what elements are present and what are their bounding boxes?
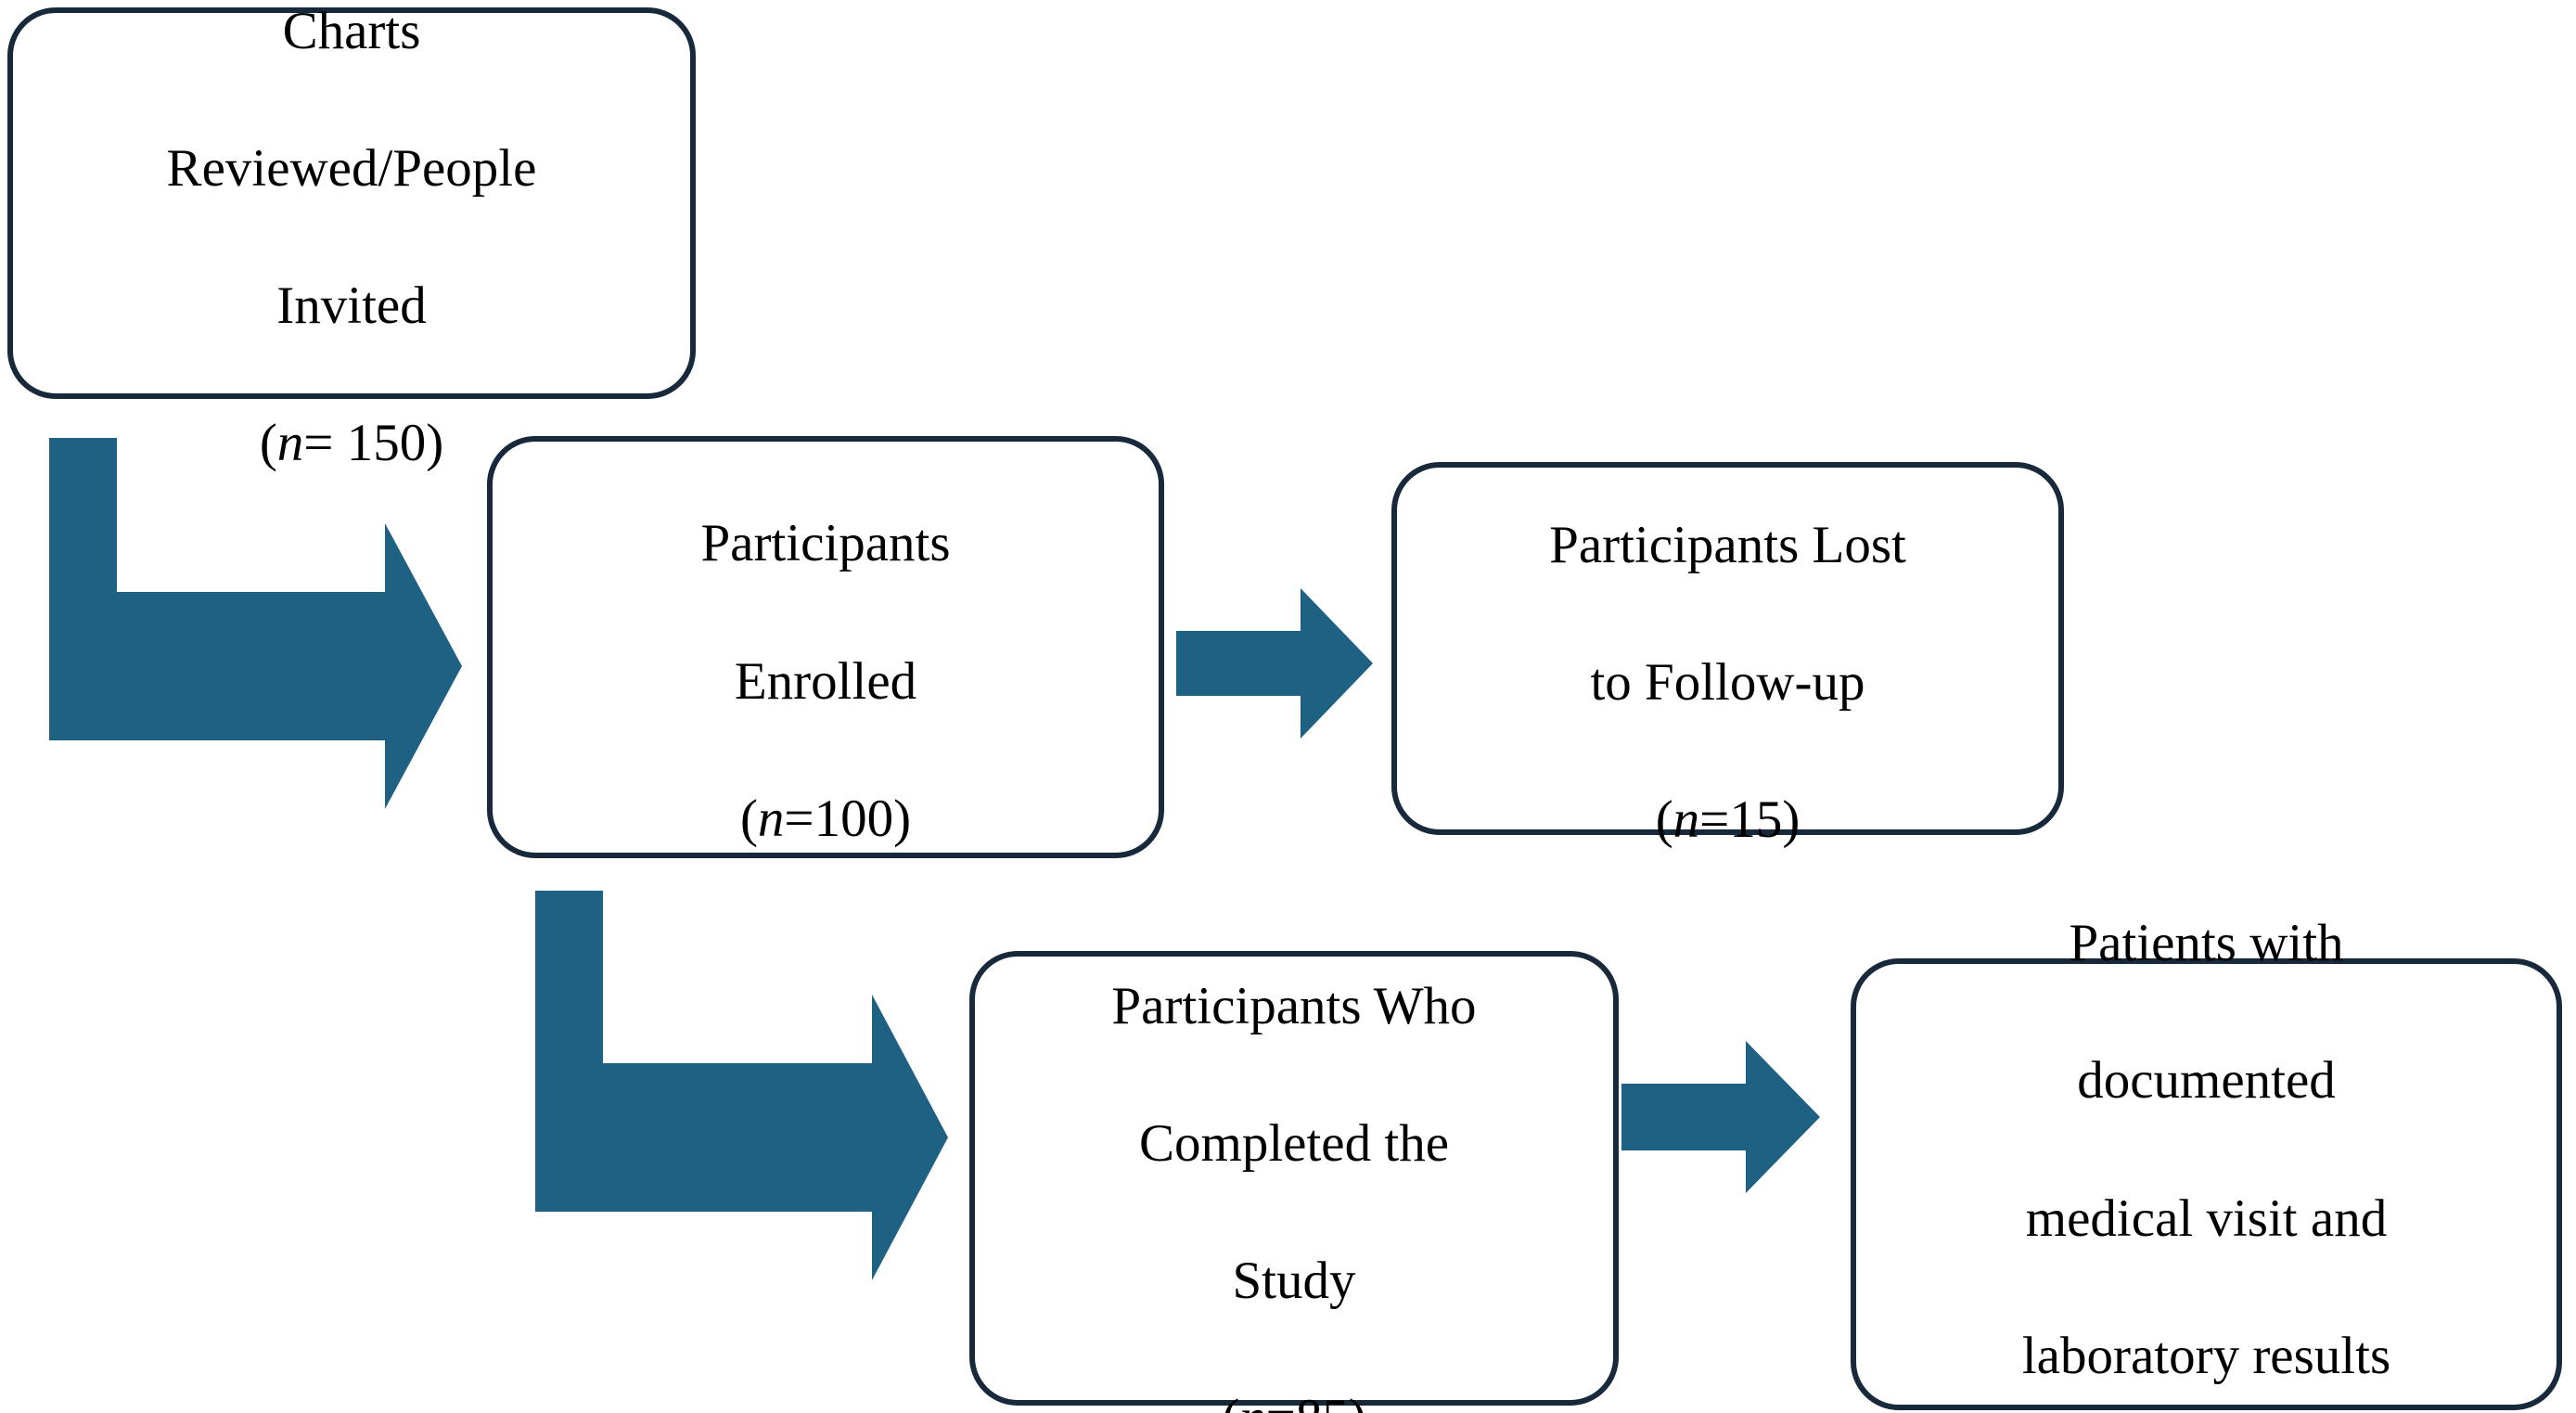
arrow-invited-to-enrolled xyxy=(49,438,462,809)
flow-box-charts-reviewed: Charts Reviewed/People Invited (n= 150) xyxy=(7,2,696,472)
line-2: to Follow-up xyxy=(1590,653,1865,712)
count-label: (n=15) xyxy=(1656,790,1801,849)
flow-box-participants-completed: Participants Who Completed the Study (n=… xyxy=(969,951,1619,1413)
count-rest: = 150) xyxy=(303,414,444,473)
line-3: medical visit and xyxy=(2025,1188,2388,1248)
line-3: Study xyxy=(1232,1252,1356,1311)
line-2: Reviewed/People xyxy=(166,138,537,198)
count-n-italic: n xyxy=(1672,790,1700,850)
count-label: (n=100) xyxy=(740,790,911,848)
flow-box-documented-results-text: Patients with documented medical visit a… xyxy=(1873,841,2540,1413)
count-label: (n= 150) xyxy=(260,414,443,472)
count-prefix: ( xyxy=(259,414,277,473)
arrow-enrolled-to-completed xyxy=(535,891,948,1280)
count-prefix: ( xyxy=(1222,1389,1239,1413)
count-label: (n=85) xyxy=(1222,1389,1366,1413)
arrow-enrolled-to-lost xyxy=(1176,588,1373,739)
arrow-completed-to-documented xyxy=(1621,1041,1820,1193)
flow-box-charts-reviewed-text: Charts Reviewed/People Invited (n= 150) xyxy=(30,0,673,478)
line-2: documented xyxy=(2077,1051,2336,1111)
flow-box-participants-lost-text: Participants Lost to Follow-up (n=15) xyxy=(1414,443,2042,855)
count-n-italic: n xyxy=(276,414,304,473)
flow-box-participants-enrolled-text: Participants Enrolled (n=100) xyxy=(509,441,1142,854)
line-2: Completed the xyxy=(1138,1113,1449,1173)
count-prefix: ( xyxy=(1655,790,1673,850)
line-3: Invited xyxy=(276,276,427,336)
line-1: Patients with xyxy=(2069,914,2344,973)
flow-box-documented-results: Patients with documented medical visit a… xyxy=(1851,914,2562,1410)
flow-box-participants-lost: Participants Lost to Follow-up (n=15) xyxy=(1391,462,2064,849)
flow-box-participants-enrolled: Participants Enrolled (n=100) xyxy=(487,436,1164,858)
line-1: Charts xyxy=(282,1,421,60)
count-rest: =85) xyxy=(1266,1389,1366,1413)
line-1: Participants Lost xyxy=(1549,515,1906,574)
flow-box-participants-completed-text: Participants Who Completed the Study (n=… xyxy=(992,904,1596,1413)
line-1: Participants Who xyxy=(1111,976,1477,1035)
count-prefix: ( xyxy=(739,789,758,848)
line-1: Participants xyxy=(700,514,951,573)
count-n-italic: n xyxy=(1239,1389,1266,1413)
count-n-italic: n xyxy=(757,789,785,848)
count-rest: =100) xyxy=(784,789,912,848)
count-rest: =15) xyxy=(1699,790,1801,850)
line-4: laboratory results xyxy=(2021,1326,2391,1385)
line-2: Enrolled xyxy=(734,651,917,711)
